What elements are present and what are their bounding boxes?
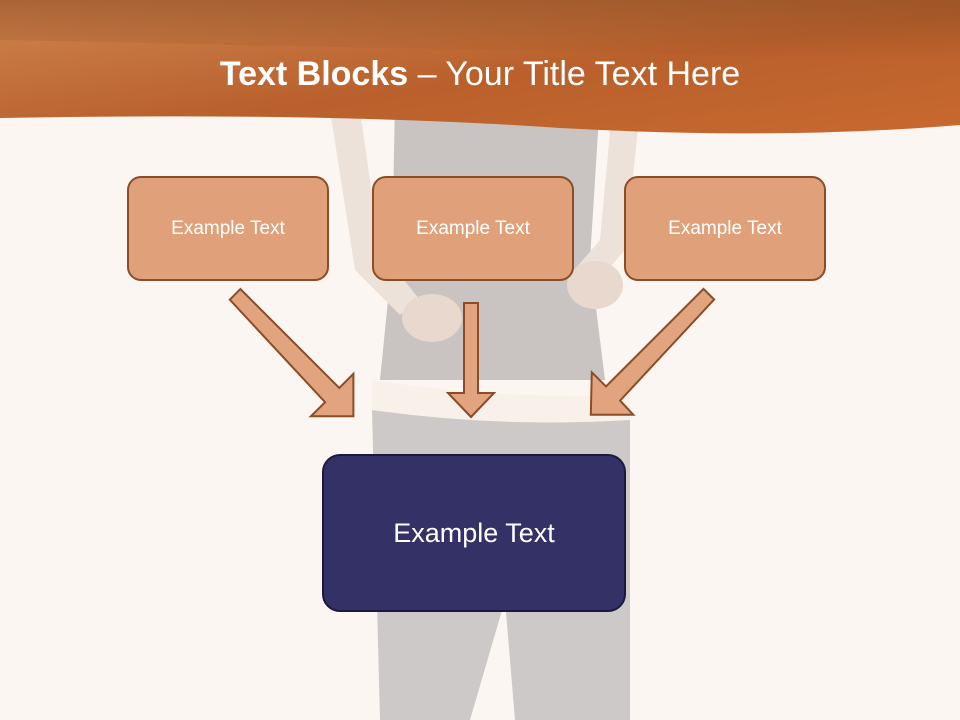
text-block-right: Example Text — [624, 176, 826, 281]
slide-title: Text Blocks – Your Title Text Here — [0, 52, 960, 96]
text-block-center: Example Text — [372, 176, 574, 281]
text-block-left: Example Text — [127, 176, 329, 281]
arrow-center-icon — [445, 302, 497, 419]
title-rest-part: – Your Title Text Here — [408, 55, 741, 93]
text-block-main: Example Text — [322, 454, 626, 612]
arrow-right-icon — [589, 287, 716, 416]
arrow-left-icon — [228, 287, 355, 418]
header-band — [0, 0, 960, 134]
title-bold-part: Text Blocks — [219, 55, 409, 93]
